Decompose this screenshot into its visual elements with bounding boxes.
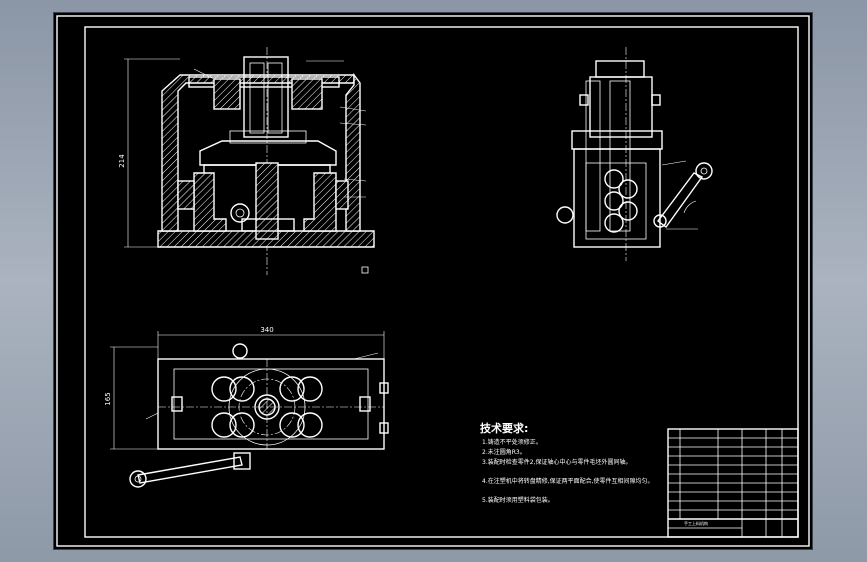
tech-requirement-item: 1.铸造不平处须修正。 xyxy=(482,438,542,446)
left-inner-housing xyxy=(193,172,227,232)
right-frame xyxy=(345,72,361,232)
crank-arm xyxy=(657,172,704,228)
tech-requirements-title: 技术要求: xyxy=(480,421,528,435)
top-housing xyxy=(157,358,385,450)
top-view: 340 165 xyxy=(104,326,389,488)
turntable xyxy=(199,140,337,166)
top-width-dimension: 340 xyxy=(260,326,273,334)
top-depth-dimension: 165 xyxy=(104,392,112,405)
drawing-sheet: 214 xyxy=(54,13,812,549)
inner-border xyxy=(84,26,799,538)
outer-border xyxy=(56,15,810,547)
drawing-canvas: 214 xyxy=(56,15,810,547)
tech-requirement-item: 4.在注塑机中将转盘精修,保证两平面配合,使零件互相间隙均匀。 xyxy=(482,477,654,485)
center-shaft xyxy=(255,162,279,240)
right-gear-housing xyxy=(291,78,323,110)
tech-requirement-item: 2.未注圆角R3。 xyxy=(482,448,526,456)
tech-requirement-item: 3.装配时检查零件2,保证轴心中心与零件毛坯外圆同轴。 xyxy=(482,458,631,466)
front-section-view: 214 xyxy=(118,47,375,275)
side-view xyxy=(556,47,713,261)
side-housing xyxy=(573,148,661,248)
front-height-dimension: 214 xyxy=(118,154,126,168)
tech-requirement-item: 5.装配时须用塑料袋包装。 xyxy=(482,496,554,504)
drawing-name: 手工上料机构 xyxy=(684,520,708,526)
left-gear-housing xyxy=(213,78,241,110)
title-block: 手工上料机构 xyxy=(667,428,799,538)
right-inner-housing xyxy=(303,172,337,232)
left-frame xyxy=(161,74,355,232)
top-crank-arm xyxy=(137,456,243,484)
tech-requirements: 技术要求: 1.铸造不平处须修正。 2.未注圆角R3。 3.装配时检查零件2,保… xyxy=(480,421,654,504)
